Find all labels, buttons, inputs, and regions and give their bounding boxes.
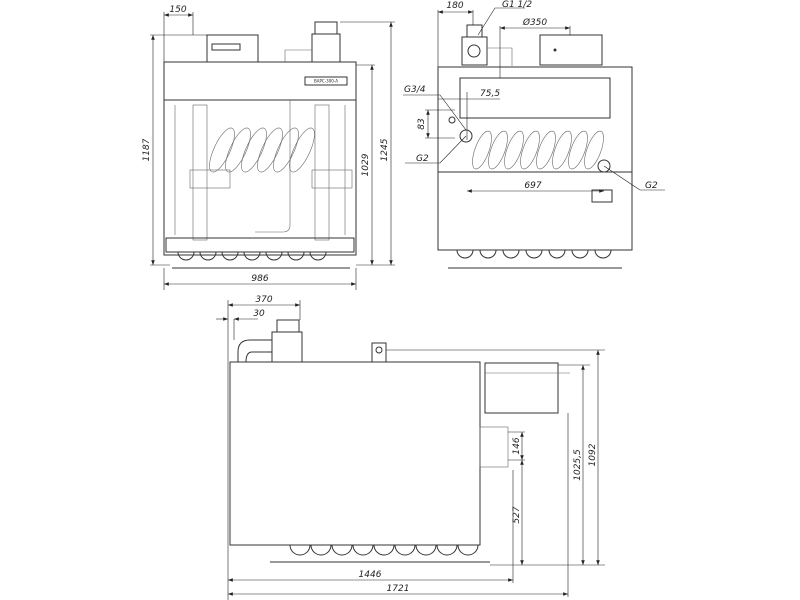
dim-1446: 1446	[359, 570, 382, 580]
callout-g2-left: G2	[416, 154, 429, 164]
dim-146: 146	[512, 437, 522, 454]
burners	[172, 251, 350, 269]
nameplate	[304, 76, 348, 86]
burners	[448, 249, 622, 269]
dim-1029: 1029	[361, 153, 371, 176]
side-body	[229, 361, 481, 546]
gas-valve	[237, 319, 303, 363]
nameplate-text: ВАРС-300-А	[314, 79, 338, 84]
dim-350: Ø350	[522, 17, 548, 28]
dim-180: 180	[446, 1, 463, 11]
control-box	[206, 34, 259, 63]
dim-1092: 1092	[588, 443, 598, 466]
g2-right-connection	[597, 159, 611, 173]
front-body	[163, 61, 357, 256]
fan-box	[484, 362, 559, 414]
dim-150: 150	[169, 5, 186, 15]
callout-g2-right: G2	[645, 181, 658, 191]
dim-1187: 1187	[142, 138, 152, 161]
dim-83: 83	[417, 118, 427, 130]
dim-75-5: 75,5	[480, 89, 500, 99]
rear-view: 180 G1 1/2 Ø350 75,5 G3/4 83 G2 697 G2	[403, 0, 665, 269]
burners	[270, 544, 490, 563]
dim-1245: 1245	[380, 138, 390, 161]
fan-box	[539, 34, 603, 66]
side-view: 370 30 146 527 1025,5 1092 1446 1721	[216, 295, 605, 600]
callout-g1-1-2: G1 1/2	[502, 0, 532, 10]
inspection-window	[459, 77, 611, 119]
heat-exchanger-tubes	[472, 130, 604, 170]
gas-valve	[284, 21, 341, 63]
dim-986: 986	[251, 274, 268, 284]
dim-1025-5: 1025,5	[573, 449, 583, 481]
gas-valve	[461, 24, 513, 66]
callout-g3-4: G3/4	[404, 85, 426, 95]
dim-30: 30	[253, 309, 265, 319]
dim-527: 527	[512, 506, 522, 523]
heat-exchanger-tubes	[209, 127, 315, 173]
rear-body	[437, 66, 633, 251]
g34-connection	[448, 116, 456, 124]
front-view: ВАРС-300-А	[142, 5, 395, 290]
dim-370: 370	[255, 295, 272, 305]
dim-1721: 1721	[387, 584, 410, 594]
dim-697: 697	[524, 181, 541, 191]
